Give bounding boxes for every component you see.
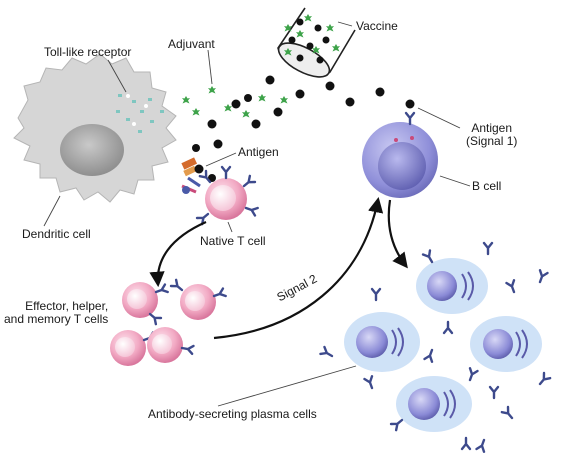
label-antigen-dendritic: Antigen xyxy=(238,145,279,159)
antigen-particle xyxy=(208,174,216,182)
label-effector-line1: Effector, helper, xyxy=(25,299,109,313)
label-adjuvant: Adjuvant xyxy=(168,37,215,51)
mhc-complex-icon xyxy=(181,157,201,194)
label-plasma-cells: Antibody-secreting plasma cells xyxy=(148,407,317,421)
native-t-cell xyxy=(195,165,259,226)
label-native-t-cell: Native T cell xyxy=(200,234,266,248)
plasma-cells xyxy=(344,258,542,432)
vaccine-syringe xyxy=(277,7,356,78)
b-cell xyxy=(362,99,438,198)
label-dendritic-cell: Dendritic cell xyxy=(22,227,91,241)
dendritic-cell-receptors xyxy=(116,94,164,133)
label-vaccine: Vaccine xyxy=(356,19,398,33)
arrow-bcell-to-plasma xyxy=(387,199,408,269)
label-effector-line2: and memory T cells xyxy=(4,312,109,326)
label-antigen-signal1-line2: (Signal 1) xyxy=(466,134,518,148)
label-antigen-signal1-line1: Antigen xyxy=(471,121,513,135)
released-antigens xyxy=(192,75,385,152)
effector-t-cells xyxy=(110,278,227,366)
label-antigen-signal1: Antigen (Signal 1) xyxy=(466,122,517,148)
antigen-particle xyxy=(194,164,204,174)
label-b-cell: B cell xyxy=(472,179,502,193)
arrow-signal2 xyxy=(213,196,384,340)
arrow-native-to-effector xyxy=(149,220,207,288)
label-toll-like-receptor: Toll-like receptor xyxy=(44,45,132,59)
leader-lines xyxy=(43,21,471,407)
dendritic-cell-nucleus xyxy=(60,124,124,176)
label-effector-t-cells: Effector, helper, and memory T cells xyxy=(4,300,108,326)
